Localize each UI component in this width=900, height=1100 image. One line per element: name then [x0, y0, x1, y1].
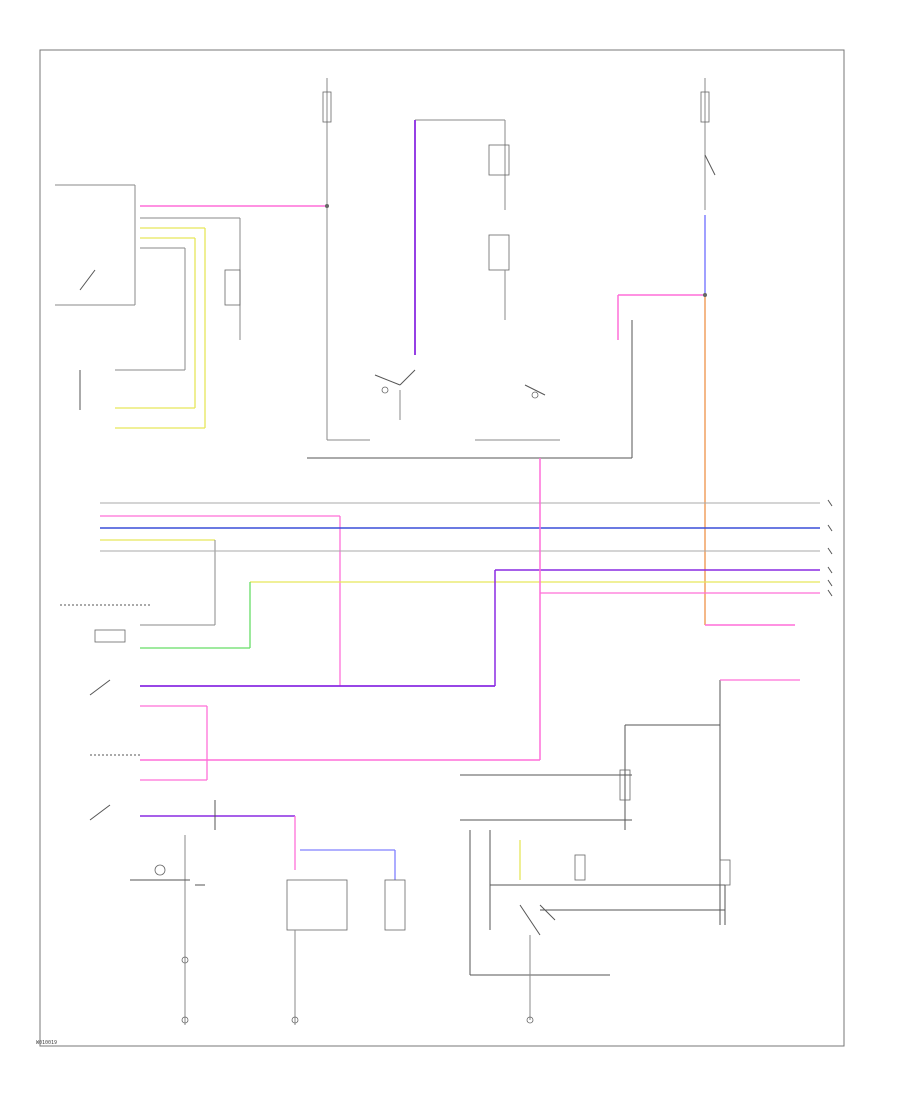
data-bus-lines: [100, 458, 820, 760]
lower-center-modules: [286, 879, 406, 1025]
diagram-border: [39, 49, 845, 1047]
transmission-range-switch: [55, 184, 241, 429]
battery-feed-circuit: [322, 78, 370, 441]
switch-module-right: [475, 384, 560, 441]
pcm-module: [60, 604, 540, 880]
lower-left-lamps: [130, 835, 205, 1025]
relay-box-center: [414, 119, 510, 355]
page-code: W010019: [36, 1040, 58, 1046]
ignition-feed-circuit: [617, 78, 795, 626]
lower-right-relays: [460, 679, 800, 1024]
right-connector-stubs: [827, 499, 833, 597]
switch-module-left: [374, 369, 416, 420]
